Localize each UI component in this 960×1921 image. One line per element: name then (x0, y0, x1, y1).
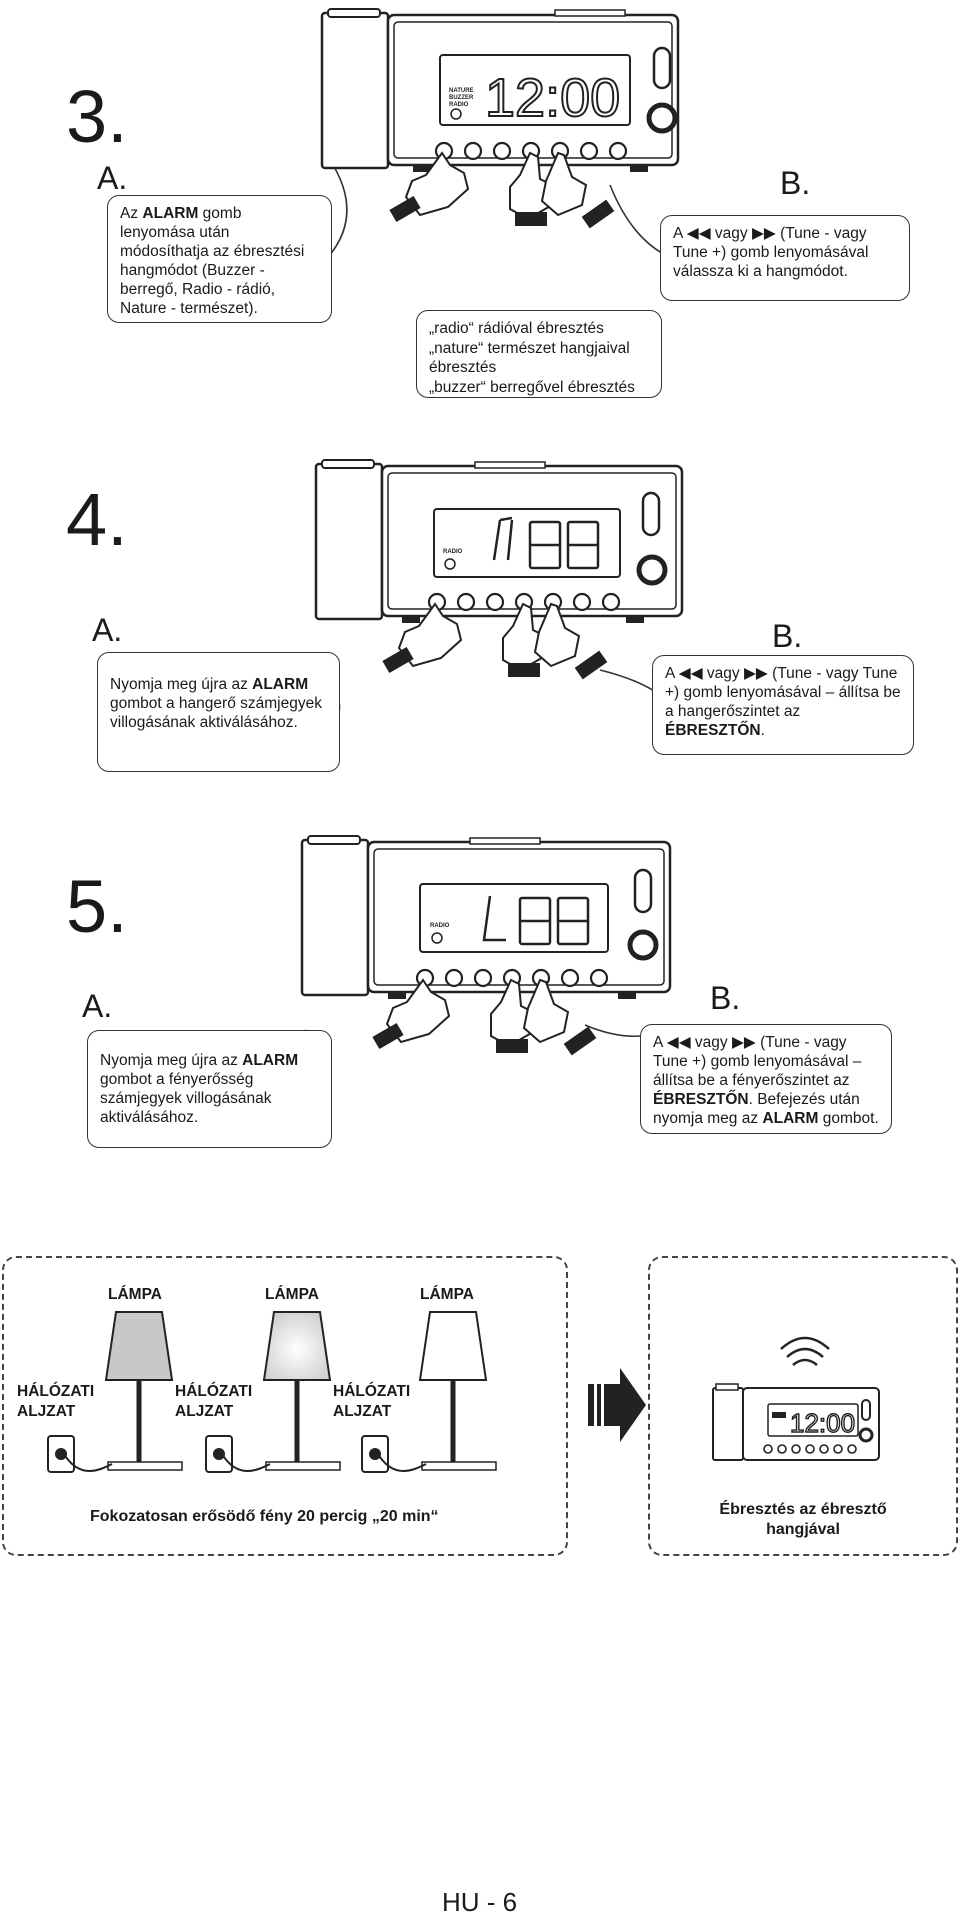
step-4-b-bubble: A ◀◀ vagy ▶▶ (Tune - vagy Tune +) gomb l… (652, 655, 914, 755)
lamp-caption: Fokozatosan erősödő fény 20 percig „20 m… (90, 1508, 439, 1525)
step-5-number: 5. (66, 865, 128, 948)
step-3-a-bubble: Az ALARM gomb lenyomása után módosíthatj… (107, 195, 332, 323)
lamps-illustration: 12:00 (47, 1311, 880, 1473)
lamp-sequence-box (2, 1256, 568, 1556)
page-number: HU - 6 (442, 1887, 518, 1917)
step-5-b-letter: B. (710, 980, 741, 1016)
wake-clock: 12:00 (712, 1336, 880, 1461)
lamp-label-1: LÁMPA (108, 1286, 162, 1303)
step-3-b-letter: B. (780, 165, 811, 201)
step-3-device-illustration: NATURE BUZZER RADIO 12:00 (299, 8, 701, 283)
wake-caption: Ébresztés az ébresztő hangjával (719, 1501, 887, 1538)
mode-buzzer-line: „buzzer“ berregővel ébresztés (429, 378, 635, 396)
lamp-label-2: LÁMPA (265, 1286, 319, 1303)
step-4-number: 4. (66, 478, 128, 561)
step-4-a-bubble: Nyomja meg újra az ALARM gombot a hanger… (97, 652, 340, 772)
step-5-b-bubble: A ◀◀ vagy ▶▶ (Tune - vagy Tune +) gomb l… (640, 1024, 892, 1134)
lcd-mode-radio: RADIO (430, 923, 450, 929)
step-5-a-letter: A. (82, 988, 113, 1024)
lcd-mode-radio: RADIO (443, 549, 463, 555)
arrow-right-icon (588, 1368, 646, 1442)
lcd-mode-nature: NATURE (449, 88, 474, 94)
step-4-b-letter: B. (772, 618, 803, 654)
lamp-3 (361, 1311, 497, 1473)
step-4-a-letter: A. (92, 612, 123, 648)
alarm-wake-box (648, 1256, 958, 1556)
step-5-a-bubble: Nyomja meg újra az ALARM gombot a fényer… (87, 1030, 332, 1148)
step-5-device-illustration: RADIO (300, 835, 672, 1059)
mode-nature-line-2: ébresztés (429, 359, 497, 376)
step-4-device-illustration: RADIO (314, 459, 684, 721)
lamp-1 (47, 1311, 183, 1473)
step-3-mode-bubble: „radio“ rádióval ébresztés „nature“ term… (416, 310, 662, 398)
lcd-mode-radio: RADIO (449, 102, 469, 108)
step-3-a-letter: A. (97, 160, 128, 196)
lamp-2 (205, 1311, 341, 1473)
lcd-mode-buzzer: BUZZER (449, 95, 474, 101)
step-3-b-bubble: A ◀◀ vagy ▶▶ (Tune - vagy Tune +) gomb l… (660, 215, 910, 301)
mode-radio-line: „radio“ rádióval ébresztés (429, 320, 604, 337)
wake-clock-display: 12:00 (790, 1408, 855, 1438)
lcd-time: 12:00 (485, 68, 620, 128)
step-3-number: 3. (66, 75, 128, 158)
mode-nature-line: „nature“ természet hangjaival (429, 339, 630, 357)
lamp-label-3: LÁMPA (420, 1286, 474, 1303)
